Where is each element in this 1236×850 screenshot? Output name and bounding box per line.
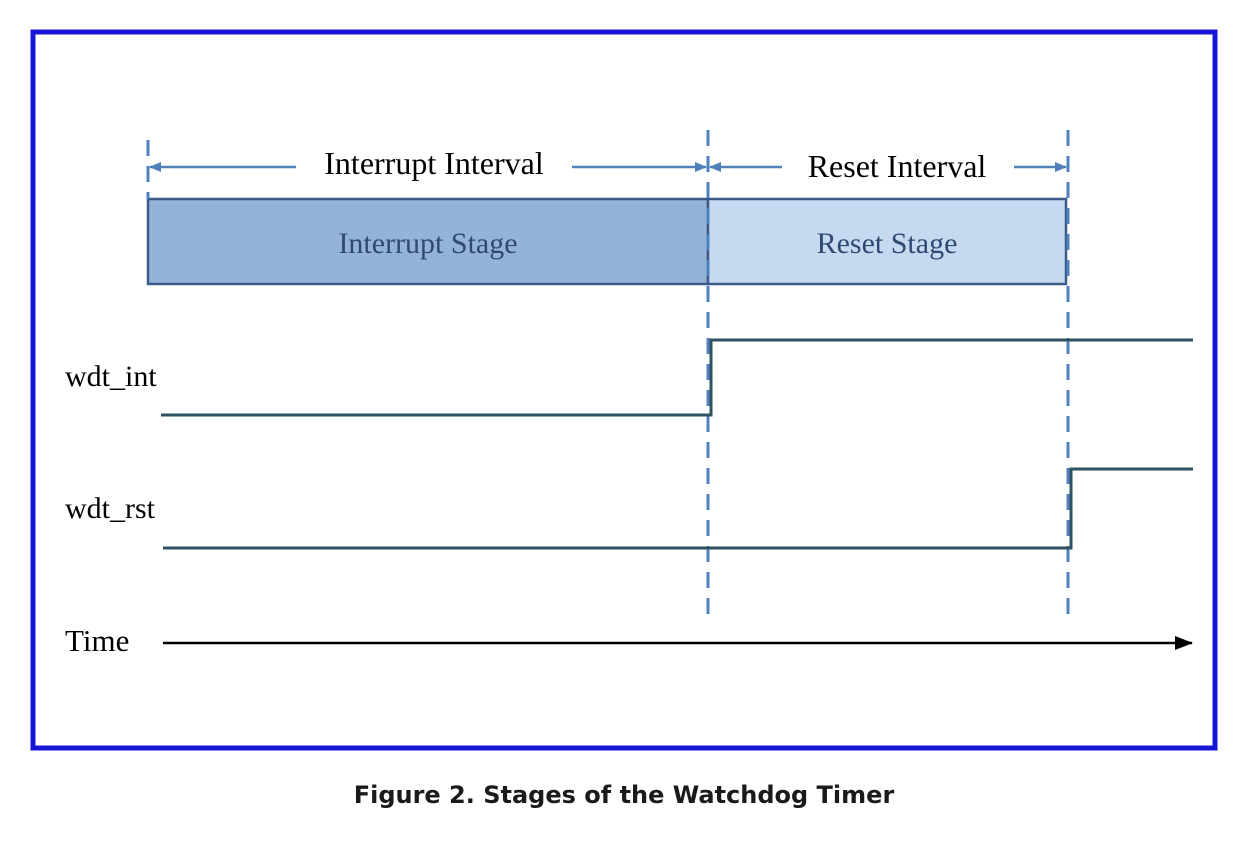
wdt-rst-waveform bbox=[163, 467, 1193, 550]
reset-interval-label: Reset Interval bbox=[808, 148, 987, 184]
interrupt-stage-bar bbox=[146, 197, 710, 286]
figure-caption: Figure 2. Stages of the Watchdog Timer bbox=[353, 781, 895, 809]
time-axis-label: Time bbox=[65, 623, 129, 658]
reset-stage-bar bbox=[706, 197, 1068, 286]
wdt-int-waveform bbox=[161, 338, 1193, 417]
reset-stage-label: Reset Stage bbox=[817, 227, 958, 260]
interrupt-stage-label: Interrupt Stage bbox=[338, 227, 517, 260]
interrupt-interval-label: Interrupt Interval bbox=[324, 145, 544, 181]
wdt-rst-label: wdt_rst bbox=[65, 492, 156, 525]
diagram-frame bbox=[30, 29, 1218, 751]
wdt-int-label: wdt_int bbox=[65, 360, 157, 393]
